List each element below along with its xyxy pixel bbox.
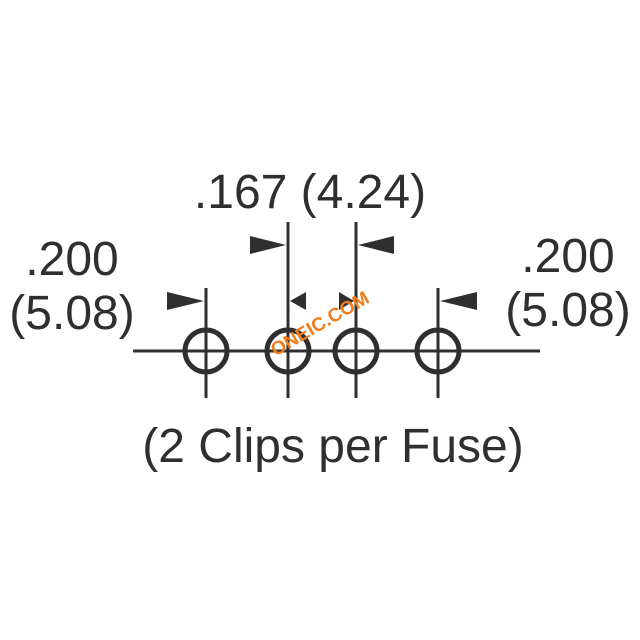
right-spacing-mm: (5.08) [505,284,630,337]
arrow-right-inner [339,292,354,310]
right-spacing-inch: .200 [521,230,614,283]
left-spacing-inch: .200 [25,233,118,286]
center-spacing-label: .167 (4.24) [194,166,426,219]
left-spacing-mm: (5.08) [9,287,134,340]
arrow-left-inner [290,292,306,310]
arrow-top-right [358,236,394,254]
arrow-top-left [250,236,286,254]
caption: (2 Clips per Fuse) [142,420,523,473]
arrow-right-outer [440,292,477,310]
arrow-left-outer [167,292,204,310]
